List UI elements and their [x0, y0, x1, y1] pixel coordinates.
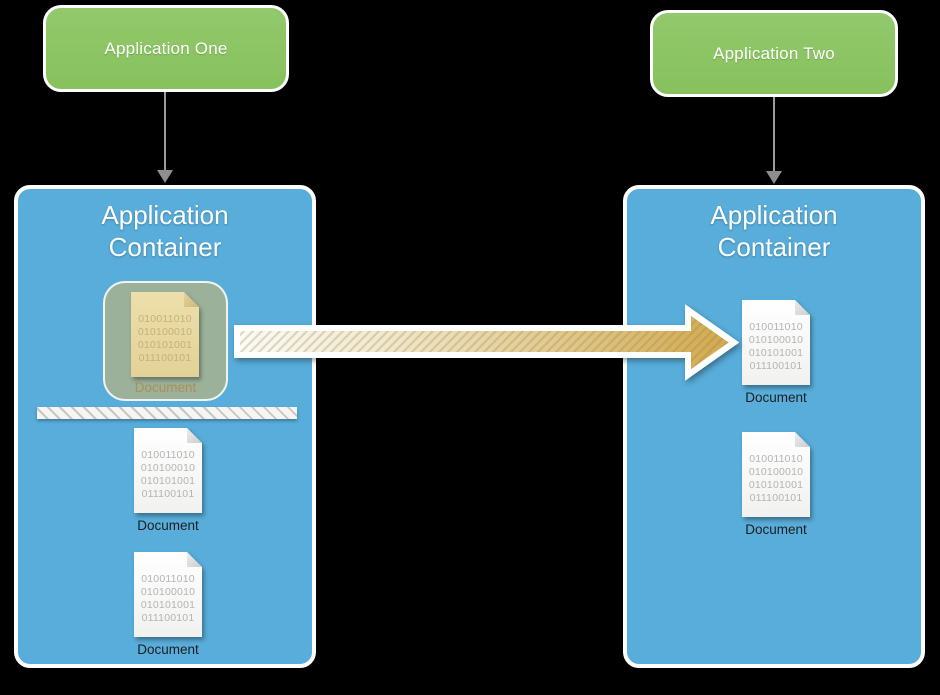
application-container-right: Application Container 010011010 01010001… [623, 185, 925, 668]
folded-corner-icon [184, 292, 199, 307]
document-binary: 010011010 010100010 010101001 011100101 [748, 321, 804, 372]
connector-line-right [773, 97, 775, 172]
document-binary: 010011010 010100010 010101001 011100101 [137, 313, 193, 364]
document-item: 010011010 010100010 010101001 011100101 … [741, 300, 811, 405]
document-label: Document [137, 518, 199, 533]
folded-corner-icon [187, 552, 202, 567]
document-icon: 010011010 010100010 010101001 011100101 [742, 300, 810, 385]
document-label: Document [137, 642, 199, 657]
document-binary: 010011010 010100010 010101001 011100101 [748, 453, 804, 504]
divider-hatch-bar [37, 407, 297, 419]
connector-line-left [164, 92, 166, 171]
document-icon: 010011010 010100010 010101001 011100101 [131, 292, 199, 377]
document-binary: 010011010 010100010 010101001 011100101 [140, 573, 196, 624]
app-two-node: Application Two [650, 10, 898, 97]
app-one-node: Application One [43, 5, 289, 92]
document-transfer-arrow-icon [234, 304, 740, 381]
document-item: 010011010 010100010 010101001 011100101 … [133, 428, 203, 533]
document-label: Document [745, 522, 807, 537]
highlighted-document-plate: 010011010 010100010 010101001 011100101 … [103, 281, 228, 401]
application-container-left: Application Container 010011010 01010001… [14, 185, 316, 668]
document-icon: 010011010 010100010 010101001 011100101 [742, 432, 810, 517]
document-item: 010011010 010100010 010101001 011100101 … [133, 552, 203, 657]
folded-corner-icon [187, 428, 202, 443]
app-one-label: Application One [104, 38, 228, 58]
folded-corner-icon [795, 432, 810, 447]
container-title: Application Container [101, 200, 229, 262]
highlighted-document: 010011010 010100010 010101001 011100101 [130, 292, 200, 377]
container-title: Application Container [710, 200, 838, 262]
down-arrow-icon [766, 171, 782, 184]
document-icon: 010011010 010100010 010101001 011100101 [134, 428, 202, 513]
document-label: Document [134, 380, 197, 395]
app-two-label: Application Two [713, 43, 835, 63]
document-label: Document [745, 390, 807, 405]
down-arrow-icon [157, 170, 173, 183]
folded-corner-icon [795, 300, 810, 315]
document-binary: 010011010 010100010 010101001 011100101 [140, 449, 196, 500]
document-icon: 010011010 010100010 010101001 011100101 [134, 552, 202, 637]
document-item: 010011010 010100010 010101001 011100101 … [741, 432, 811, 537]
